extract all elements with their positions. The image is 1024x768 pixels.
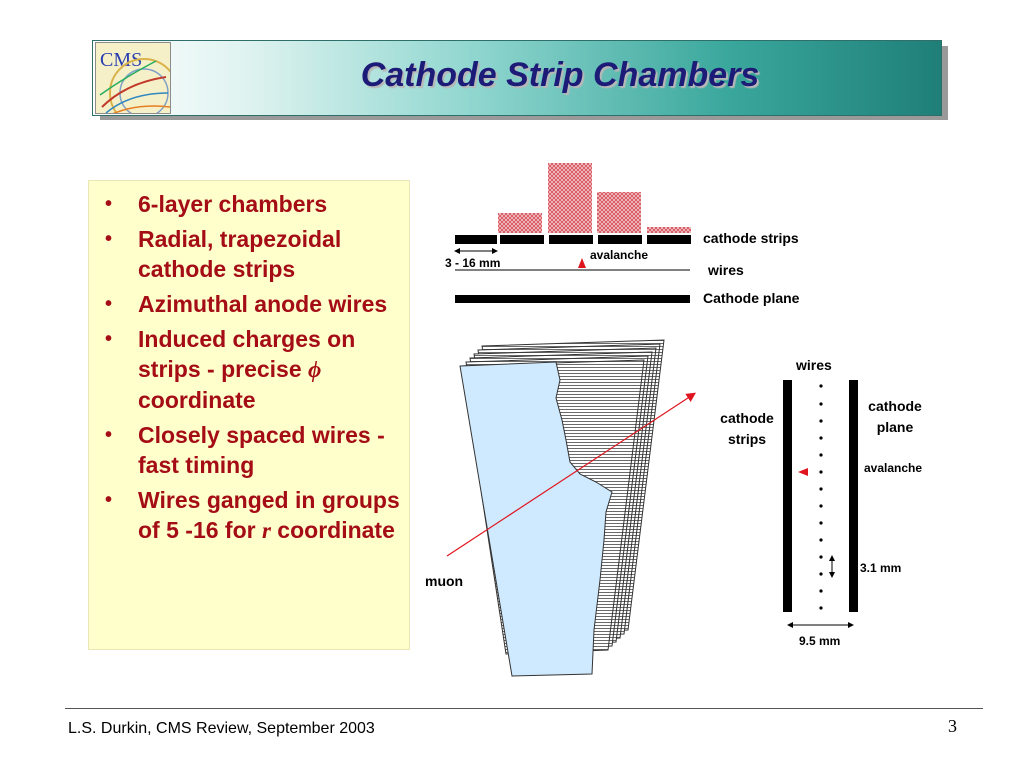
bullet-list: •6-layer chambers •Radial, trapezoidal c… [89, 189, 409, 551]
bullet-item: •Radial, trapezoidal cathode strips [105, 226, 342, 282]
avalanche-marker [578, 258, 586, 268]
bullet-item: •Azimuthal anode wires [105, 291, 388, 317]
chamber-front-layer [459, 361, 613, 677]
bullet-dot: • [105, 424, 113, 446]
bullet-item: •6-layer chambers [105, 191, 328, 217]
cathode-strips-row [455, 235, 691, 244]
cathode-strip [500, 235, 544, 244]
side-avalanche-marker [798, 468, 808, 476]
label-cathode-plane: Cathode plane [703, 290, 800, 306]
cathode-plane-wall [849, 380, 858, 612]
label-muon: muon [425, 573, 464, 589]
label-cathode-strips: cathode strips [703, 230, 799, 246]
wire-dots [819, 384, 823, 610]
label-wire-pitch: 3.1 mm [860, 561, 902, 575]
bullet-item: •Induced charges on strips - precise ϕ c… [105, 326, 356, 413]
page-number: 3 [948, 716, 957, 736]
title-banner [92, 40, 942, 116]
bullet-dot: • [105, 228, 113, 250]
label-gap-width: 9.5 mm [799, 634, 841, 648]
page-title: Cathode Strip Chambers [360, 56, 760, 94]
label-avalanche: avalanche [590, 248, 649, 262]
cathode-strip [455, 235, 497, 244]
label-side-cathode-plane: cathode plane [868, 398, 922, 435]
bullet-item: •Wires ganged in groups of 5 -16 for r c… [105, 487, 400, 543]
bullet-box: •6-layer chambers •Radial, trapezoidal c… [88, 180, 410, 650]
phi-symbol: ϕ [308, 357, 322, 382]
footer-divider [65, 708, 983, 709]
cms-logo-text: CMS [100, 49, 143, 71]
muon-track [446, 392, 697, 557]
cathode-plane-bar [455, 295, 690, 303]
cms-logo: CMS [95, 42, 171, 114]
cathode-strips-wall [783, 380, 792, 612]
cathode-strip [598, 235, 642, 244]
label-side-avalanche: avalanche [864, 461, 923, 475]
charge-bar [548, 163, 592, 233]
bullet-dot: • [105, 328, 113, 350]
induced-charge-histogram [498, 163, 691, 233]
cathode-strip [647, 235, 691, 244]
label-gap-dimension: 3 - 16 mm [445, 256, 501, 270]
charge-bar [498, 213, 542, 233]
charge-bar [647, 227, 691, 233]
bullet-dot: • [105, 193, 113, 215]
chamber-stack [459, 339, 665, 677]
label-side-cathode-strips: cathode strips [720, 410, 774, 447]
cms-logo-graphic [99, 58, 170, 113]
cathode-strip [549, 235, 593, 244]
label-wires: wires [708, 262, 744, 278]
footer-text: L.S. Durkin, CMS Review, September 2003 [68, 720, 375, 737]
r-symbol: r [261, 518, 271, 543]
label-side-wires: wires [796, 357, 832, 373]
bullet-item: •Closely spaced wires - fast timing [105, 422, 385, 478]
bullet-dot: • [105, 293, 113, 315]
charge-bar [597, 192, 641, 233]
bullet-dot: • [105, 489, 113, 511]
